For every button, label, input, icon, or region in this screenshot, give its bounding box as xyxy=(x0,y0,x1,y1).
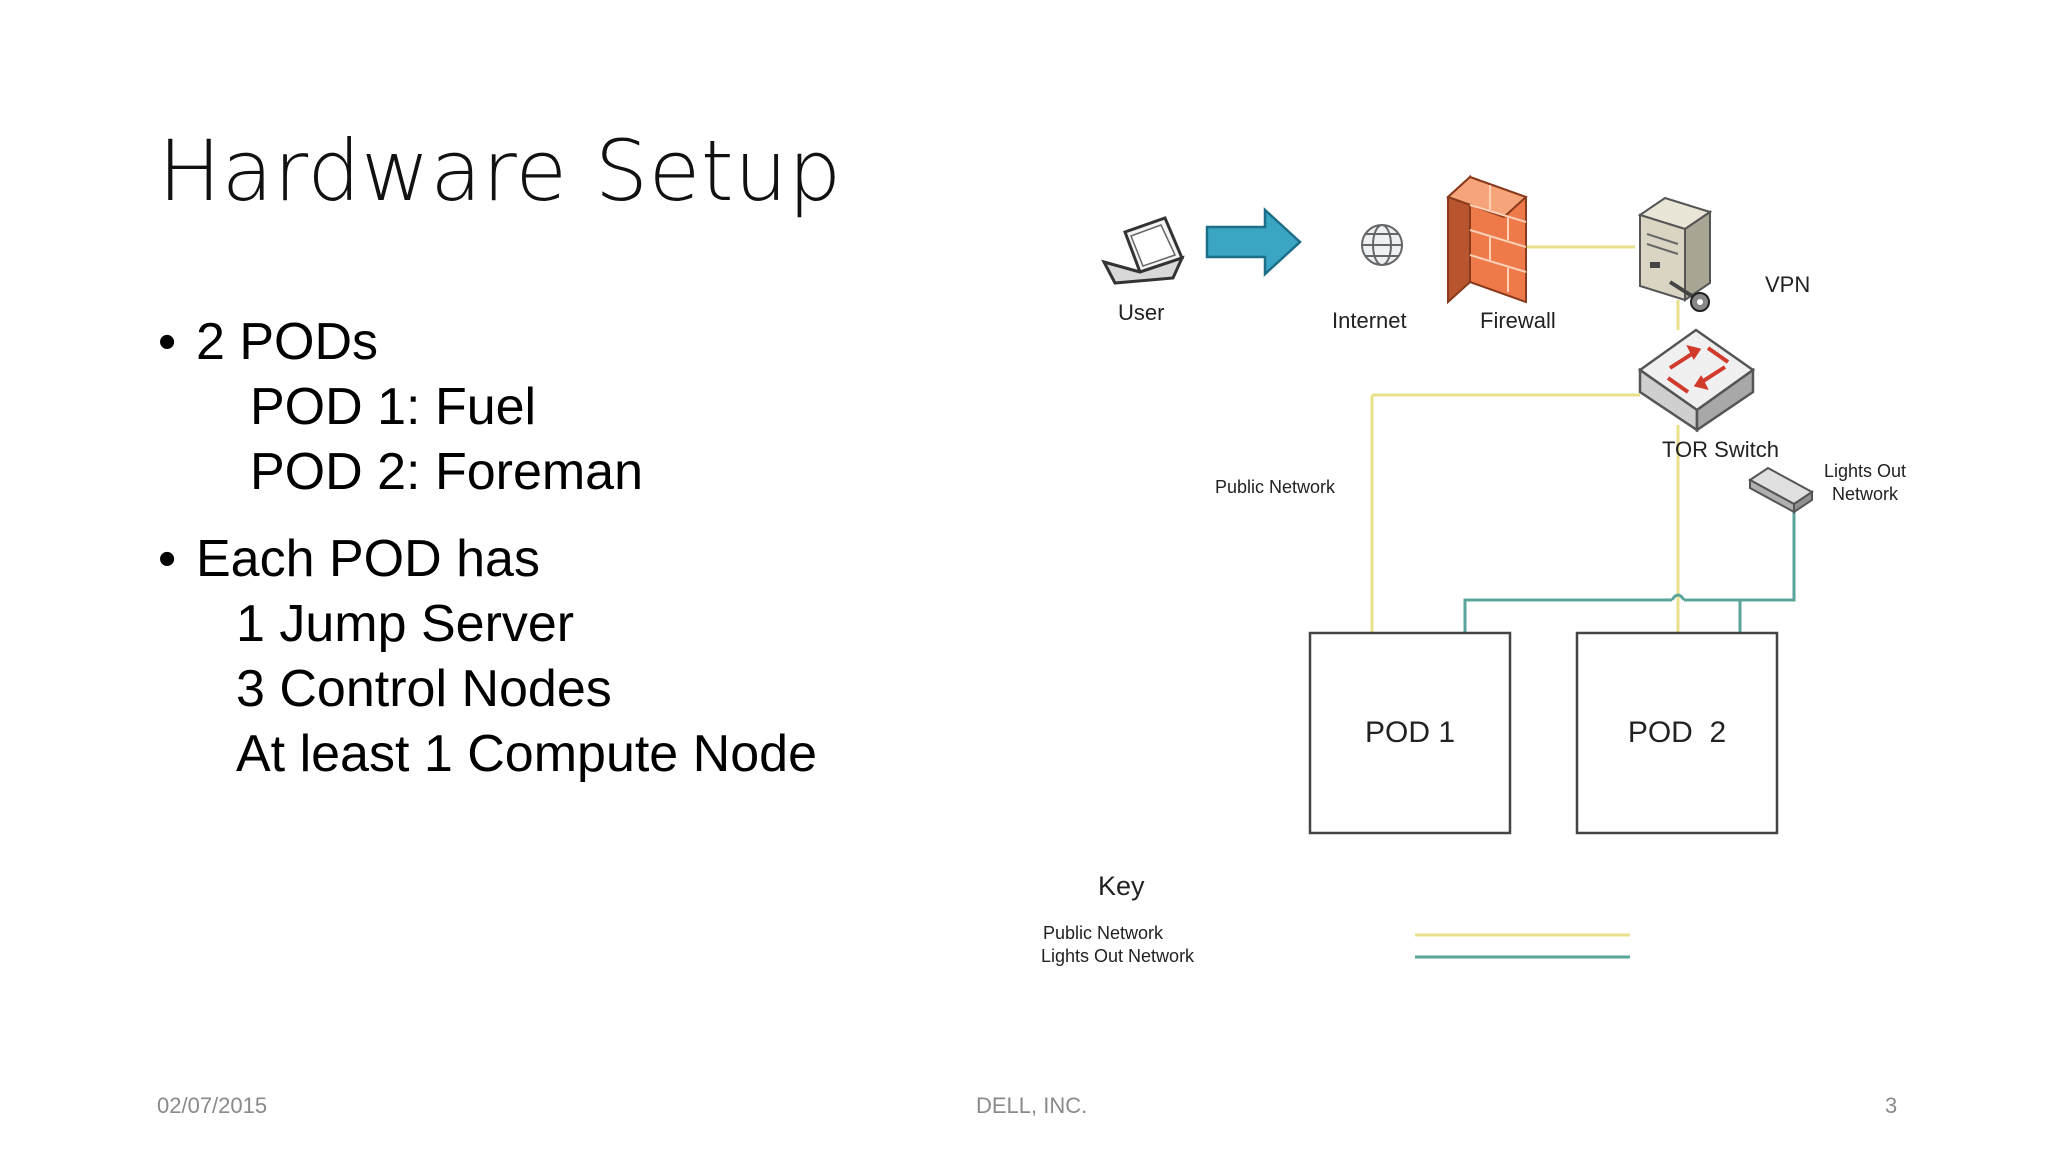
lights-out-pod1-line xyxy=(1463,598,1672,633)
slide-title: Hardware Setup xyxy=(158,122,842,220)
bullet-subitem: At least 1 Compute Node xyxy=(236,725,817,783)
pod2-label: POD 2 xyxy=(1628,716,1726,749)
laptop-icon xyxy=(1101,216,1185,285)
vpn-label: VPN xyxy=(1765,272,1810,297)
lights-out-main-line xyxy=(1684,505,1796,602)
key-icon xyxy=(1668,280,1710,312)
internet-label: Internet xyxy=(1332,308,1407,333)
footer-page-number: 3 xyxy=(1885,1093,1898,1118)
key-title: Key xyxy=(1098,871,1145,901)
switch-icon xyxy=(1637,328,1756,433)
bullet-subitem: 3 Control Nodes xyxy=(236,660,612,718)
pod1-label: POD 1 xyxy=(1365,716,1455,749)
bullet-item: Each POD has 1 Jump Server 3 Control Nod… xyxy=(158,527,1038,787)
public-network-lines xyxy=(1370,245,1680,633)
bullet-text: Each POD has xyxy=(196,530,540,588)
lights-out-network-lines xyxy=(1463,505,1796,633)
lights-out-network-label-line1: Lights Out xyxy=(1824,461,1906,481)
bullet-item: 2 PODs POD 1: Fuel POD 2: Foreman xyxy=(158,310,1038,505)
pod1-box xyxy=(1308,631,1512,835)
lights-out-network-label-line2: Network xyxy=(1832,484,1899,504)
user-label: User xyxy=(1118,300,1164,325)
pod2-box xyxy=(1575,631,1779,835)
lights-out-switch-icon xyxy=(1748,466,1814,514)
firewall-icon xyxy=(1446,174,1528,305)
key-lights-out-network-label: Lights Out Network xyxy=(1041,946,1195,966)
bullet-subitem: POD 1: Fuel xyxy=(250,378,537,436)
arrow-icon xyxy=(1205,207,1302,277)
globe-icon xyxy=(1361,224,1403,266)
line-crossover xyxy=(1670,593,1686,601)
key-public-network-label: Public Network xyxy=(1043,923,1164,943)
footer-date: 02/07/2015 xyxy=(157,1093,268,1118)
server-icon xyxy=(1637,196,1713,302)
footer-company: DELL, INC. xyxy=(976,1093,1088,1118)
firewall-label: Firewall xyxy=(1480,308,1556,333)
public-network-label: Public Network xyxy=(1215,477,1336,497)
bullet-text: 2 PODs xyxy=(196,313,379,371)
tor-switch-label: TOR Switch xyxy=(1662,437,1779,462)
bullet-subitem: 1 Jump Server xyxy=(236,595,575,653)
bullet-list: 2 PODs POD 1: Fuel POD 2: Foreman Each P… xyxy=(158,310,1038,787)
bullet-subitem: POD 2: Foreman xyxy=(250,443,644,501)
